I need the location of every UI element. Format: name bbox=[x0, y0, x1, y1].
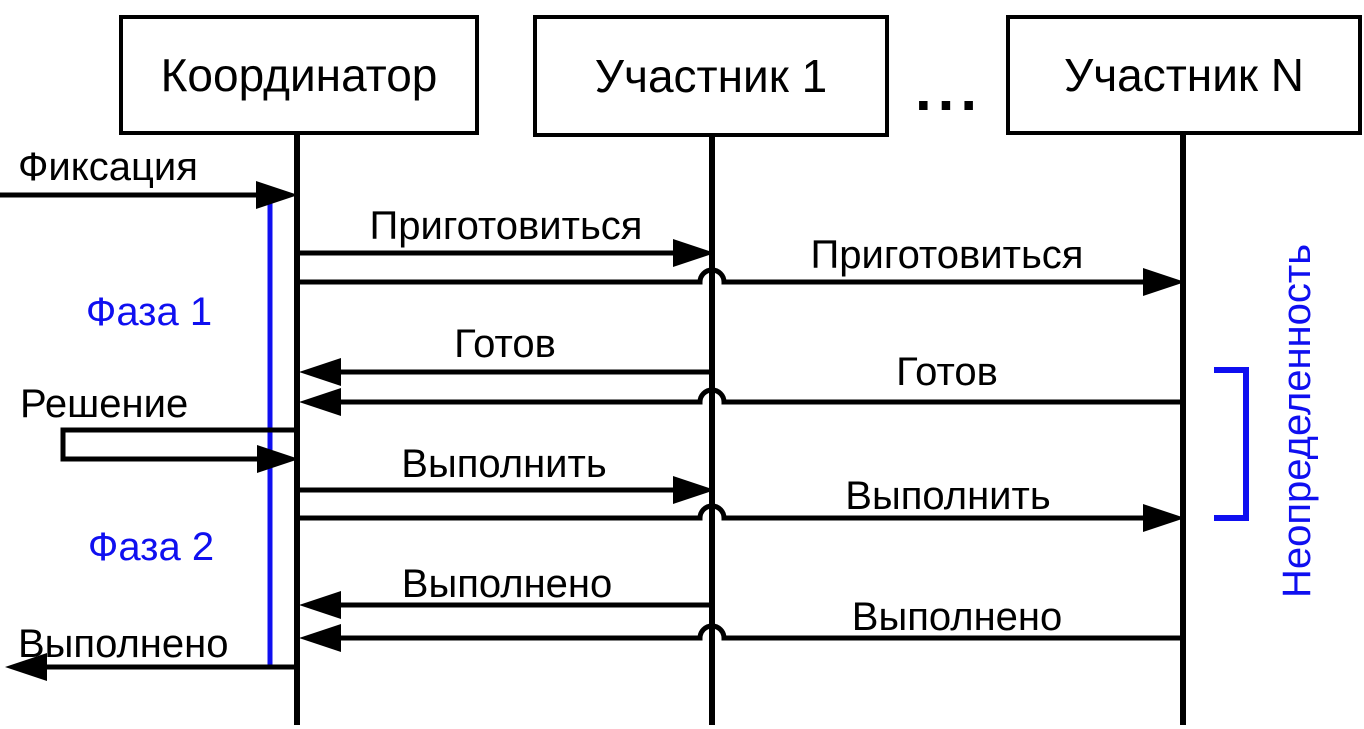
message-arrowhead-done-1 bbox=[299, 591, 341, 619]
message-arrowhead-ready-1 bbox=[299, 358, 341, 386]
message-arrowhead-done-n bbox=[299, 624, 341, 652]
message-label-done-n: Выполнено bbox=[852, 595, 1062, 639]
message-arrowhead-execute-1 bbox=[673, 476, 715, 504]
message-arrowhead-ready-n bbox=[299, 388, 341, 416]
message-arrow-prepare-n bbox=[299, 267, 1145, 285]
uncertainty-label: Неопределенность bbox=[1275, 244, 1319, 598]
message-arrow-done-n bbox=[339, 623, 1183, 641]
message-arrowhead-prepare-n bbox=[1143, 268, 1185, 296]
actor-label-participant-n: Участник N bbox=[1064, 49, 1304, 101]
message-label-prepare-1: Приготовиться bbox=[370, 204, 643, 248]
phase-1-label: Фаза 1 bbox=[86, 290, 212, 334]
message-arrow-ready-n bbox=[339, 387, 1183, 405]
phase-2-label: Фаза 2 bbox=[88, 525, 214, 569]
message-arrow-decision-loop bbox=[60, 427, 297, 462]
uncertainty-bracket bbox=[1214, 367, 1249, 521]
actor-box-coordinator bbox=[119, 15, 479, 135]
actor-box-participant-1 bbox=[533, 15, 889, 137]
message-arrow-execute-n bbox=[299, 503, 1145, 521]
message-arrowhead-execute-n bbox=[1143, 504, 1185, 532]
message-arrowhead-fixation bbox=[256, 181, 298, 209]
message-label-decision: Решение bbox=[20, 382, 188, 426]
message-label-execute-1: Выполнить bbox=[401, 442, 606, 486]
message-label-execute-n: Выполнить bbox=[845, 474, 1050, 518]
message-arrowhead-prepare-1 bbox=[673, 239, 715, 267]
actor-label-participant-1: Участник 1 bbox=[595, 50, 827, 102]
message-label-done-1: Выполнено bbox=[402, 562, 612, 606]
message-label-done-out: Выполнено bbox=[18, 622, 228, 666]
message-label-prepare-n: Приготовиться bbox=[811, 233, 1084, 277]
message-arrowhead-done-out bbox=[5, 653, 47, 681]
actors-ellipsis: ... bbox=[915, 56, 983, 123]
message-label-ready-1: Готов bbox=[454, 322, 556, 366]
message-label-ready-n: Готов bbox=[896, 350, 998, 394]
message-arrowhead-decision bbox=[257, 445, 299, 473]
actor-label-coordinator: Координатор bbox=[161, 49, 438, 101]
message-label-fixation: Фиксация bbox=[18, 145, 198, 189]
actor-box-participant-n bbox=[1006, 15, 1362, 135]
